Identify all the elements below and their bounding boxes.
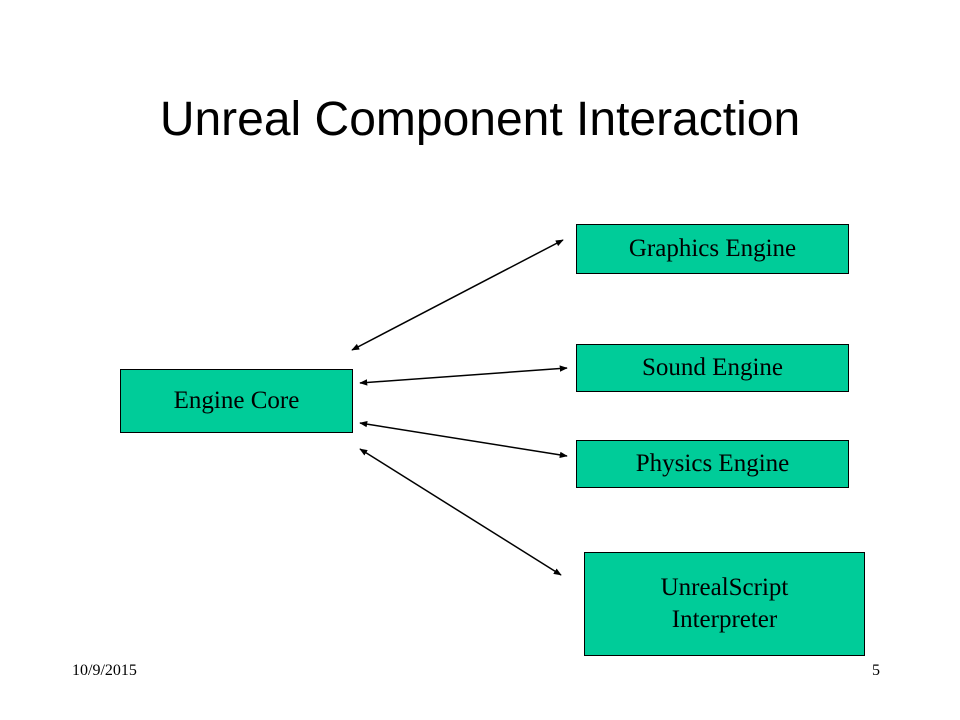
physics-engine-node: Physics Engine [576, 440, 849, 488]
arrow-core-sound [359, 365, 568, 386]
graphics-engine-node: Graphics Engine [576, 224, 849, 274]
sound-engine-node: Sound Engine [576, 344, 849, 392]
arrow-core-physics [359, 420, 568, 459]
slide-page-number: 5 [872, 662, 880, 679]
slide-title: Unreal Component Interaction [159, 93, 801, 146]
unrealscript-label-line2: Interpreter [671, 606, 778, 633]
unrealscript-interpreter-node: UnrealScript Interpreter [584, 552, 865, 656]
sound-engine-label: Sound Engine [642, 353, 783, 381]
graphics-engine-label: Graphics Engine [628, 234, 797, 262]
engine-core-node: Engine Core [120, 369, 353, 433]
physics-engine-label: Physics Engine [635, 449, 790, 477]
unrealscript-label-line1: UnrealScript [660, 573, 789, 601]
engine-core-label: Engine Core [173, 386, 300, 414]
arrow-core-unrealscript [359, 448, 562, 576]
arrow-core-graphics [351, 239, 564, 351]
slide-date: 10/9/2015 [72, 662, 137, 679]
